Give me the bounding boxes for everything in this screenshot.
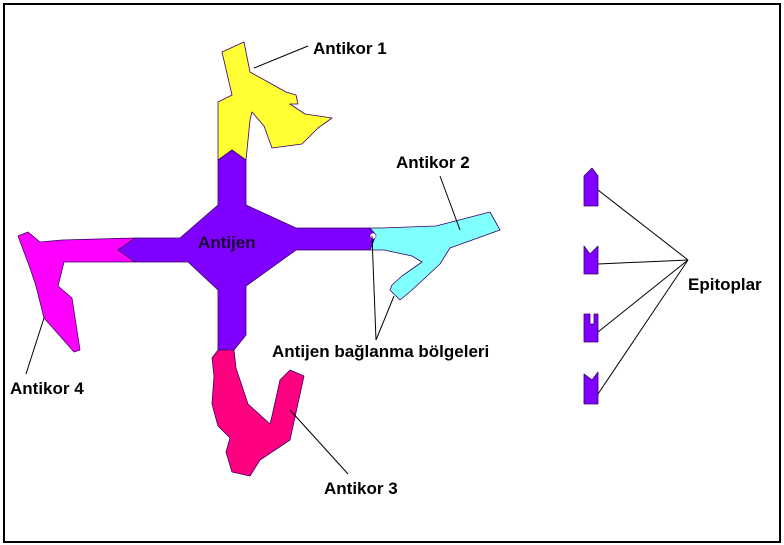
- leader-antikor4: [25, 317, 45, 375]
- label-antikor-1: Antikor 1: [313, 39, 387, 58]
- epitope-4-shape: [583, 371, 599, 405]
- leader-binding-1: [371, 235, 377, 341]
- epitope-3-shape: [583, 313, 599, 343]
- label-epitoplar: Epitoplar: [688, 275, 762, 294]
- label-antijen: Antijen: [198, 233, 256, 252]
- antibody-2-shape: [369, 211, 501, 301]
- label-antikor-3: Antikor 3: [324, 479, 398, 498]
- leader-epitope-3: [597, 259, 689, 333]
- leader-binding-2: [375, 295, 395, 341]
- binding-site-dot: [369, 232, 377, 240]
- label-antikor-4: Antikor 4: [10, 379, 84, 398]
- epitope-1-shape: [583, 167, 599, 207]
- label-antikor-2: Antikor 2: [396, 153, 470, 172]
- antibody-3-shape: [211, 349, 305, 477]
- antibody-4-shape: [17, 231, 136, 353]
- leader-epitope-4: [597, 259, 689, 395]
- diagram-frame: [3, 3, 781, 543]
- antibody-1-shape: [217, 41, 333, 161]
- leader-antikor3: [289, 409, 349, 475]
- leader-antikor2: [439, 175, 461, 231]
- label-binding-sites: Antijen bağlanma bölgeleri: [272, 342, 490, 361]
- leader-epitope-1: [597, 189, 689, 261]
- leader-epitope-2: [597, 259, 689, 265]
- leader-antikor1: [253, 45, 309, 69]
- epitope-2-shape: [583, 245, 599, 275]
